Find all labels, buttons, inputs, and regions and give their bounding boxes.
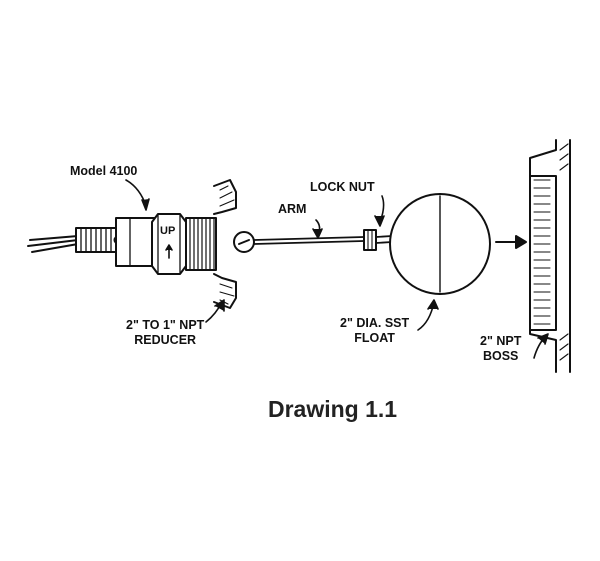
lock-nut xyxy=(363,229,393,251)
float-ball xyxy=(389,193,491,295)
drawing-caption: Drawing 1.1 xyxy=(268,396,398,422)
model-label: Model 4100 xyxy=(70,164,138,178)
reducer-fitting xyxy=(213,179,237,309)
threaded-stem xyxy=(75,227,123,253)
lock-nut-label: LOCK NUT xyxy=(310,180,375,194)
boss-label-line1: 2" NPT xyxy=(480,334,522,348)
threaded-coupling xyxy=(185,217,217,271)
leader-lines xyxy=(125,179,549,359)
up-marking: UP xyxy=(160,225,176,237)
reducer-label-line1: 2" TO 1" NPT xyxy=(126,318,205,332)
boss-label: 2" NPT BOSS xyxy=(480,334,521,364)
reducer-label: 2" TO 1" NPT REDUCER xyxy=(126,318,204,348)
reducer-label-line2: REDUCER xyxy=(134,333,197,347)
direction-arrow xyxy=(495,235,527,249)
arm-rod xyxy=(253,236,365,245)
boss-label-line2: BOSS xyxy=(482,349,519,363)
float-label-line2: FLOAT xyxy=(354,331,395,345)
npt-boss xyxy=(529,139,571,373)
hex-nut xyxy=(151,213,187,275)
float-label-line1: 2" DIA. SST xyxy=(340,316,410,330)
arm-pivot xyxy=(233,231,255,253)
float-label: 2" DIA. SST FLOAT xyxy=(340,316,409,346)
arm-label: ARM xyxy=(278,202,307,216)
wire-leads xyxy=(27,235,79,253)
